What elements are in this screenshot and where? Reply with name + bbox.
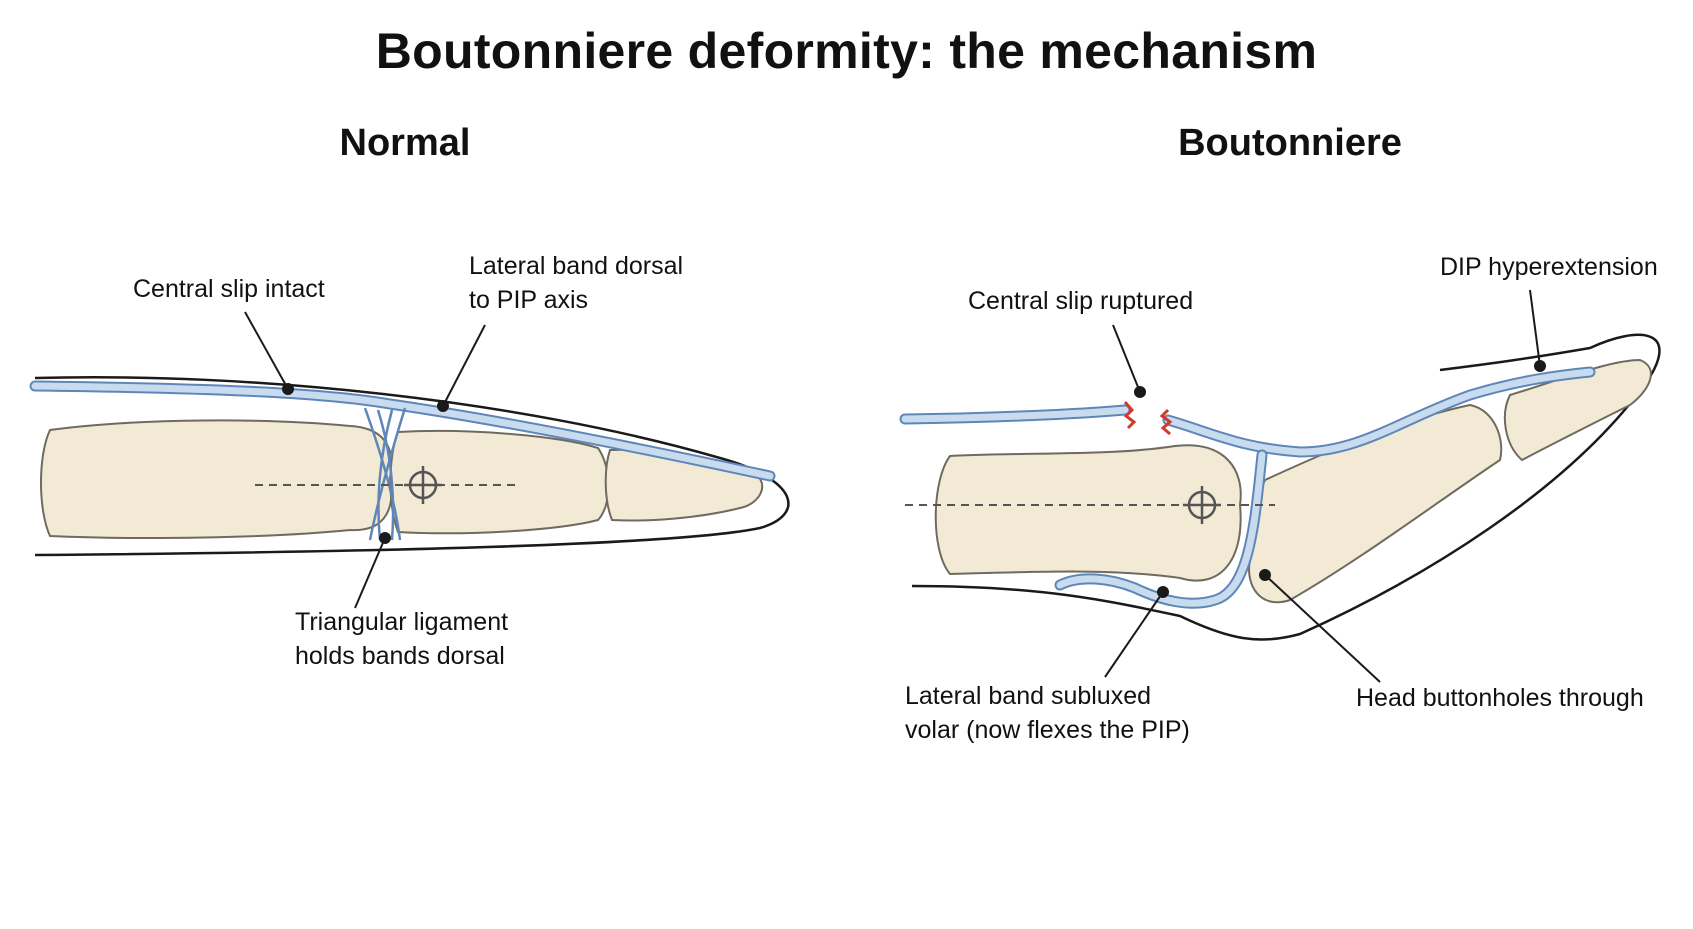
triangular-ligament bbox=[363, 407, 407, 541]
label-dip-hyperextension: DIP hyperextension bbox=[1440, 253, 1658, 281]
normal-finger: Central slip intact Lateral band dorsal … bbox=[29, 252, 790, 670]
label-lateral-band-dorsal-line1: Lateral band dorsal bbox=[469, 252, 683, 280]
normal-leaders bbox=[244, 311, 486, 609]
label-central-slip-intact: Central slip intact bbox=[133, 275, 325, 303]
boutonniere-proximal-phalanx bbox=[934, 444, 1242, 582]
boutonniere-pip-axis-marker bbox=[1183, 486, 1221, 524]
rupture-mark bbox=[1123, 401, 1173, 436]
boutonniere-skin-outline bbox=[911, 333, 1661, 641]
label-central-slip-ruptured: Central slip ruptured bbox=[968, 287, 1193, 315]
boutonniere-finger: Central slip ruptured DIP hyperextension… bbox=[899, 253, 1661, 744]
panel-title-boutonniere: Boutonniere bbox=[1178, 122, 1402, 164]
label-head-buttonholes: Head buttonholes through bbox=[1356, 684, 1644, 712]
normal-proximal-phalanx bbox=[40, 419, 393, 539]
label-lateral-band-dorsal-line2: to PIP axis bbox=[469, 286, 588, 314]
label-triangular-ligament-line2: holds bands dorsal bbox=[295, 642, 505, 670]
panel-title-normal: Normal bbox=[339, 122, 471, 164]
boutonniere-distal-phalanx bbox=[1503, 358, 1652, 462]
boutonniere-leaders bbox=[1104, 289, 1546, 683]
page-title: Boutonniere deformity: the mechanism bbox=[375, 23, 1318, 79]
label-lateral-band-subluxed-line1: Lateral band subluxed bbox=[905, 682, 1151, 710]
label-lateral-band-subluxed-line2: volar (now flexes the PIP) bbox=[905, 716, 1190, 744]
normal-pip-axis-marker bbox=[404, 466, 442, 504]
normal-skin-outline bbox=[34, 375, 790, 557]
label-triangular-ligament-line1: Triangular ligament bbox=[295, 608, 508, 636]
